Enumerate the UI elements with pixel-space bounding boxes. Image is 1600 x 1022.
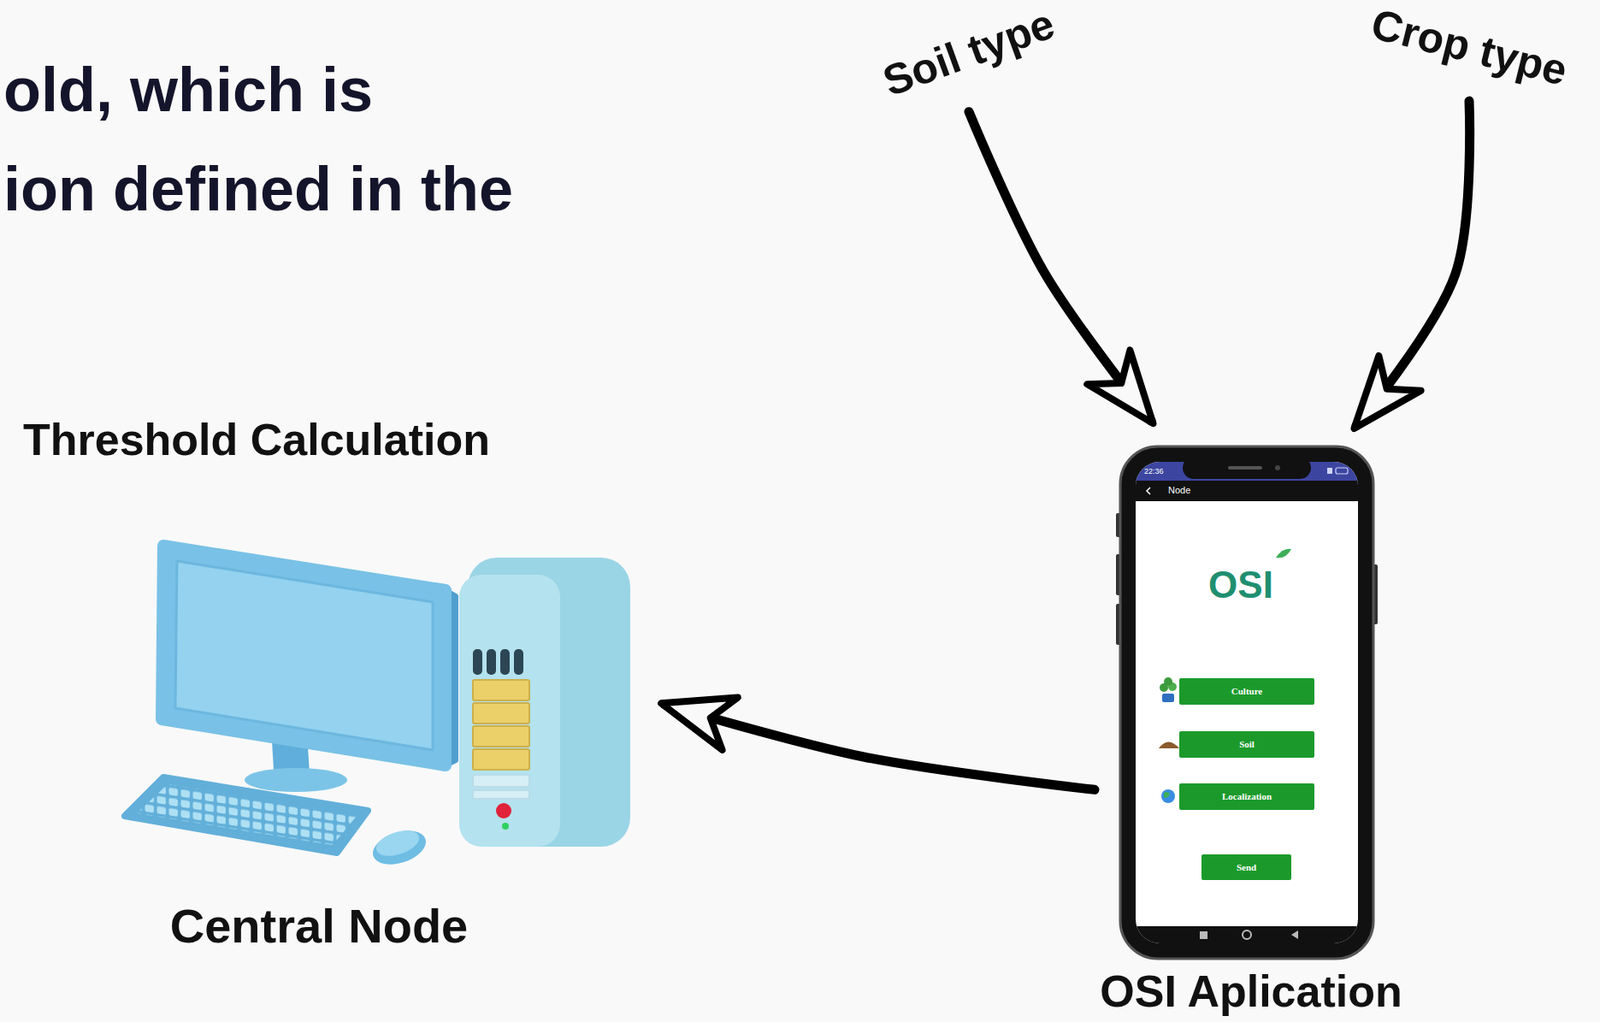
phone-illustration xyxy=(1182,456,1311,479)
keyboard-illustration xyxy=(136,784,358,845)
tower-illustration xyxy=(472,774,530,787)
keyboard-illustration xyxy=(124,777,368,853)
tower-illustration xyxy=(459,557,631,847)
phone-illustration xyxy=(1275,549,1292,559)
flow-arrow xyxy=(968,112,1152,421)
input-label-text: Soil type xyxy=(876,0,1061,107)
input-label-text: Crop type xyxy=(1366,0,1572,96)
tower-illustration xyxy=(472,702,530,724)
tower-illustration xyxy=(500,649,510,675)
monitor-illustration xyxy=(161,545,446,766)
phone-illustration xyxy=(1162,693,1175,703)
button-text: Soil xyxy=(1239,738,1255,750)
phone-illustration xyxy=(1115,446,1378,959)
phone-illustration xyxy=(1163,677,1173,686)
tower-illustration xyxy=(459,574,561,847)
phone-illustration xyxy=(1242,930,1252,939)
tower-illustration xyxy=(513,649,524,675)
input-label: Soil type xyxy=(876,0,1061,107)
node-caption: Central Node xyxy=(170,898,469,954)
status-time: 22:36 xyxy=(1144,466,1164,476)
phone-illustration xyxy=(1291,930,1299,939)
monitor-illustration xyxy=(244,767,348,792)
flow-arrow xyxy=(1356,100,1471,426)
heading-fragment: old, which is xyxy=(3,54,373,126)
app-button: Soil xyxy=(1179,731,1315,758)
flow-arrow xyxy=(664,704,1095,791)
keyboard-illustration xyxy=(124,777,368,853)
central-node: Threshold CalculationCentral Node xyxy=(124,543,631,866)
screen-title: Node xyxy=(1168,484,1191,496)
mouse-illustration xyxy=(368,824,431,871)
tower-illustration xyxy=(472,679,530,701)
app-button: Send xyxy=(1201,854,1292,880)
tower-illustration xyxy=(472,790,530,799)
tower-illustration xyxy=(486,649,496,675)
phone-illustration xyxy=(1161,789,1175,803)
mouse-illustration xyxy=(368,824,431,871)
phone-illustration xyxy=(1163,791,1170,798)
phone-illustration xyxy=(1228,466,1263,470)
app-button: Culture xyxy=(1179,678,1315,705)
phone-illustration xyxy=(1120,446,1374,959)
app-button: Localization xyxy=(1179,783,1315,810)
app-logo: OSI xyxy=(1208,563,1274,608)
button-text: Send xyxy=(1236,861,1257,874)
phone-illustration xyxy=(1327,467,1333,474)
button-text: Localization xyxy=(1222,791,1272,803)
node-caption: OSI Aplication xyxy=(1099,966,1402,1018)
phone-illustration xyxy=(1135,926,1358,944)
monitor-illustration xyxy=(175,560,433,750)
phone-illustration xyxy=(1135,480,1358,502)
tower-illustration xyxy=(472,649,483,675)
phone-illustration xyxy=(1146,487,1151,495)
phone-illustration xyxy=(1135,461,1358,944)
heading-fragment: ion defined in the xyxy=(3,153,514,225)
tower-illustration xyxy=(472,749,530,770)
phone-illustration xyxy=(1135,461,1358,944)
process-caption: Threshold Calculation xyxy=(23,414,491,467)
phone-illustration xyxy=(1335,467,1348,474)
phone-illustration xyxy=(1275,465,1281,471)
tower-illustration xyxy=(495,802,512,819)
tower-illustration xyxy=(472,726,530,747)
phone-app: 22:36NodeOSIOSI AplicationCultureSoilLoc… xyxy=(1120,446,1374,959)
button-text: Culture xyxy=(1231,685,1263,697)
tower-illustration xyxy=(501,822,509,830)
phone-illustration xyxy=(1158,742,1180,750)
monitor-illustration xyxy=(161,545,456,792)
mouse-illustration xyxy=(372,826,422,862)
phone-illustration xyxy=(1199,931,1208,939)
input-label: Crop type xyxy=(1366,0,1572,96)
